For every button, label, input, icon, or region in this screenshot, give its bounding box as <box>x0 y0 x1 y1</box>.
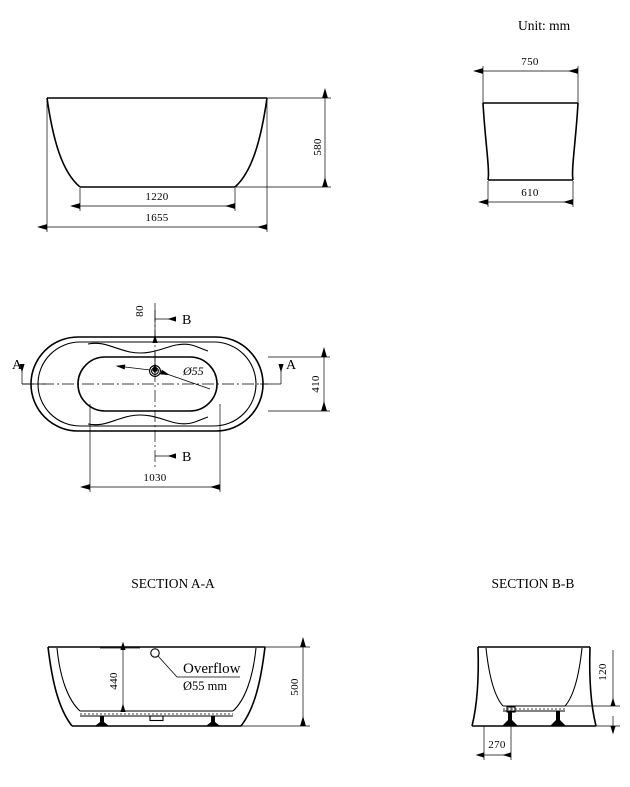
section-bb-view: 120 270 <box>471 646 620 760</box>
dim-aa-overall-height: 500 <box>289 678 301 696</box>
dim-bb-foot-width: 270 <box>488 739 506 751</box>
section-aa-title: SECTION A-A <box>131 576 215 591</box>
section-mark-b-top: B <box>155 313 191 328</box>
section-label-b-top: B <box>182 313 191 328</box>
dim-front-height: 580 <box>312 138 324 156</box>
dim-bb-base-height: 120 <box>597 663 609 681</box>
section-mark-b-bottom: B <box>155 450 191 465</box>
section-label-a-left: A <box>12 358 23 373</box>
plan-view: Ø55 80 A A B B 410 <box>12 303 330 492</box>
overflow-label: Overflow <box>183 661 241 677</box>
dim-side-base-width: 610 <box>521 187 539 199</box>
dim-plan-drain-offset: 80 <box>134 305 146 317</box>
section-label-a-right: A <box>286 358 297 373</box>
overflow-hole-icon <box>150 648 160 658</box>
support-feet-aa <box>95 716 220 726</box>
overflow-sublabel: Ø55 mm <box>183 679 227 693</box>
section-label-b-bottom: B <box>182 450 191 465</box>
section-mark-a-right: A <box>260 358 297 385</box>
unit-note: Unit: mm <box>518 18 571 33</box>
dim-plan-drain-diameter: Ø55 <box>182 364 204 378</box>
dim-front-overall-length: 1655 <box>145 212 168 224</box>
section-bb-title: SECTION B-B <box>492 576 575 591</box>
dim-aa-inner-depth: 440 <box>108 672 120 690</box>
side-elevation-view: 750 610 <box>473 56 579 207</box>
dim-plan-inner-width: 410 <box>310 375 322 393</box>
section-mark-a-left: A <box>12 358 46 385</box>
dim-plan-inner-length: 1030 <box>143 472 166 484</box>
dim-front-base-width: 1220 <box>145 191 168 203</box>
front-elevation-view: 580 1220 1655 <box>37 88 331 232</box>
dim-side-top-width: 750 <box>521 56 539 68</box>
support-feet-bb <box>502 711 566 726</box>
section-aa-view: Overflow Ø55 mm 440 500 <box>47 637 310 727</box>
